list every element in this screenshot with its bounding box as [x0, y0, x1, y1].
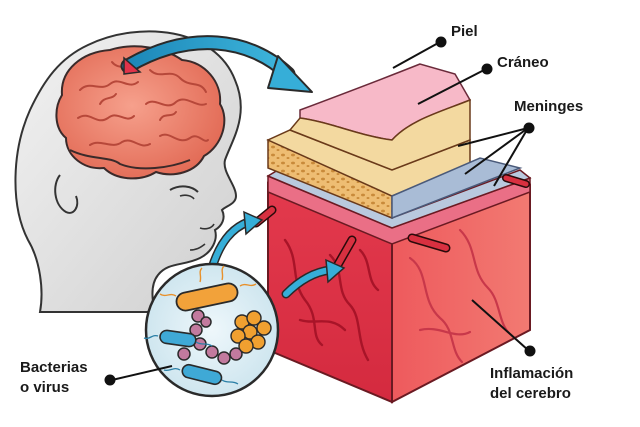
label-inflammation-line2: del cerebro	[490, 385, 571, 402]
label-meninges: Meninges	[514, 98, 584, 115]
curved-arrow-icon	[120, 35, 313, 93]
label-pathogens: Bacterias o virus	[20, 358, 88, 398]
label-pointers	[104, 36, 536, 386]
label-inflammation-line1: Inflamación	[490, 365, 574, 382]
label-pathogens-line2: o virus	[20, 379, 70, 396]
label-pathogens-line1: Bacterias	[20, 359, 88, 376]
microbe-magnifier-icon	[143, 262, 280, 398]
label-inflammation: Inflamación del cerebro	[490, 364, 573, 404]
curved-arrow-icon	[207, 210, 346, 299]
tissue-cross-section-icon	[251, 63, 532, 404]
label-skin: Piel	[451, 23, 478, 40]
label-skull: Cráneo	[497, 54, 549, 71]
brain-icon	[55, 45, 226, 180]
